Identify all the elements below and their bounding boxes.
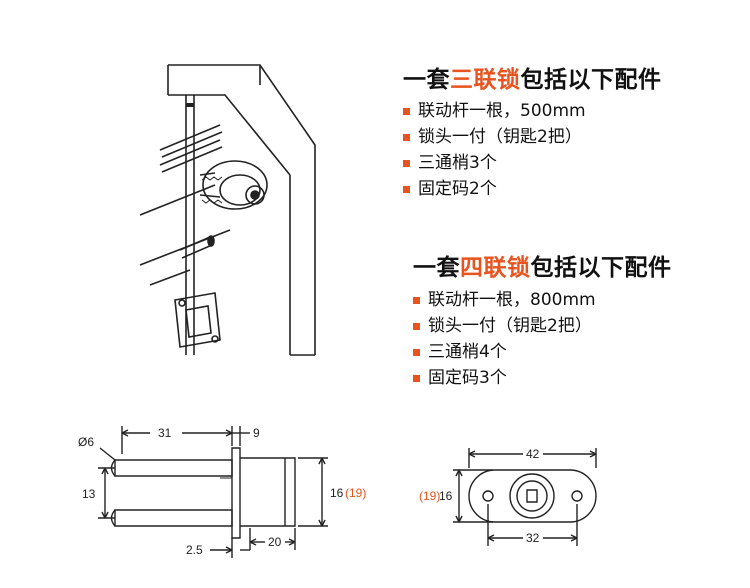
list-item: 固定码2个 — [403, 176, 586, 202]
section2-heading-highlight: 四联锁 — [460, 255, 531, 281]
dim-16: 16 — [330, 486, 344, 500]
section2-heading: 一套四联锁包括以下配件 — [413, 248, 672, 282]
section1-list: 联动杆一根，500mm 锁头一付（钥匙2把） 三通梢3个 固定码2个 — [403, 98, 586, 202]
bullet-icon — [413, 348, 420, 356]
list-item: 联动杆一根，800mm — [413, 287, 596, 313]
list-item-text: 固定码2个 — [418, 179, 497, 199]
list-item-text: 三通梢4个 — [428, 342, 507, 362]
dim-20: 20 — [268, 535, 282, 549]
list-item: 联动杆一根，500mm — [403, 98, 586, 124]
side-dimension-drawing: Ø6 31 9 13 16 (19) 20 2.5 — [78, 426, 366, 558]
list-item-text: 联动杆一根，800mm — [428, 290, 596, 310]
list-item-text: 三通梢3个 — [418, 153, 497, 173]
list-item: 三通梢3个 — [403, 150, 586, 176]
bullet-icon — [403, 133, 410, 141]
section1-heading-prefix: 一套 — [403, 67, 450, 93]
dim-42: 42 — [526, 447, 540, 461]
dim-32: 32 — [526, 531, 540, 545]
dim-16-alt: (19) — [345, 486, 366, 500]
list-item: 锁头一付（钥匙2把） — [413, 313, 596, 339]
dim-diameter: Ø6 — [78, 435, 94, 449]
section2-heading-suffix: 包括以下配件 — [530, 255, 672, 281]
list-item-text: 联动杆一根，500mm — [418, 101, 586, 121]
list-item-text: 固定码3个 — [428, 368, 507, 388]
bullet-icon — [413, 296, 420, 304]
section1-heading-suffix: 包括以下配件 — [520, 67, 662, 93]
bullet-icon — [413, 322, 420, 330]
section1-heading: 一套三联锁包括以下配件 — [403, 60, 662, 94]
bullet-icon — [413, 374, 420, 382]
bullet-icon — [403, 185, 410, 193]
dim-16-alt: (19) — [419, 489, 440, 503]
dim-2-5: 2.5 — [186, 543, 203, 557]
section1-heading-highlight: 三联锁 — [450, 67, 521, 93]
dim-9: 9 — [253, 426, 260, 440]
list-item-text: 锁头一付（钥匙2把） — [418, 127, 582, 147]
cabinet-lock-illustration — [139, 64, 316, 356]
section2-list: 联动杆一根，800mm 锁头一付（钥匙2把） 三通梢4个 固定码3个 — [413, 287, 596, 391]
list-item-text: 锁头一付（钥匙2把） — [428, 316, 592, 336]
list-item: 固定码3个 — [413, 365, 596, 391]
list-item: 锁头一付（钥匙2把） — [403, 124, 586, 150]
front-dimension-drawing: 42 32 (19) 16 — [419, 447, 597, 546]
dim-16: 16 — [439, 489, 453, 503]
list-item: 三通梢4个 — [413, 339, 596, 365]
section2-heading-prefix: 一套 — [413, 255, 460, 281]
bullet-icon — [403, 107, 410, 115]
dim-13: 13 — [82, 487, 96, 501]
dim-31: 31 — [158, 426, 172, 440]
bullet-icon — [403, 159, 410, 167]
